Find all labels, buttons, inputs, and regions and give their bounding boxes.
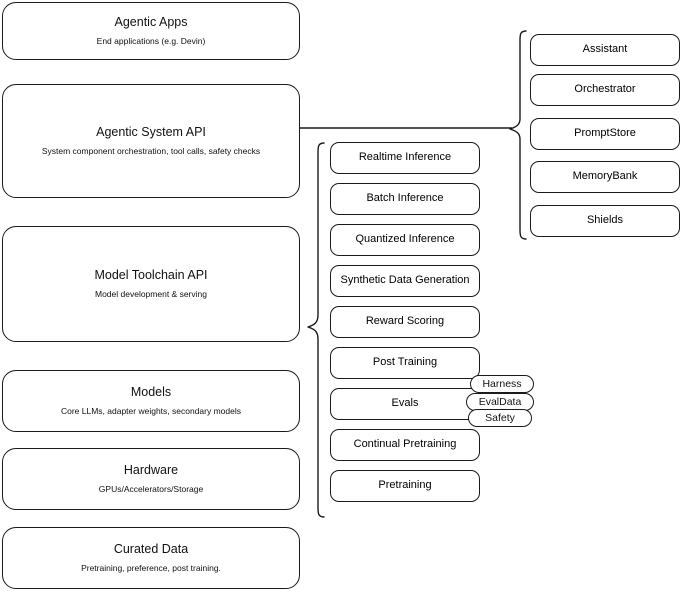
layer-title: Agentic System API — [96, 125, 206, 140]
layer-subtitle: Model development & serving — [95, 289, 207, 299]
eval-tag-label: EvalData — [478, 396, 522, 408]
agentic-system-connector-line — [300, 127, 512, 129]
eval-tag-label: Harness — [482, 378, 522, 390]
layer-agentic-system-api[interactable]: Agentic System API System component orch… — [2, 84, 300, 198]
component-label: Evals — [391, 397, 419, 410]
component-pretraining[interactable]: Pretraining — [330, 470, 480, 502]
component-label: PromptStore — [574, 127, 636, 140]
layer-title: Curated Data — [113, 542, 189, 557]
layer-curated-data[interactable]: Curated Data Pretraining, preference, po… — [2, 527, 300, 589]
component-shields[interactable]: Shields — [530, 205, 680, 237]
layer-models[interactable]: Models Core LLMs, adapter weights, secon… — [2, 370, 300, 432]
layer-model-toolchain-api[interactable]: Model Toolchain API Model development & … — [2, 226, 300, 342]
component-label: Continual Pretraining — [353, 438, 457, 451]
component-label: Realtime Inference — [358, 151, 452, 164]
layer-subtitle: System component orchestration, tool cal… — [41, 146, 261, 156]
layer-subtitle: End applications (e.g. Devin) — [96, 36, 206, 46]
layer-title: Hardware — [123, 463, 179, 478]
component-memorybank[interactable]: MemoryBank — [530, 161, 680, 193]
component-label: Assistant — [582, 43, 628, 56]
component-label: Reward Scoring — [365, 315, 445, 328]
layer-title: Agentic Apps — [114, 15, 188, 30]
layer-title: Models — [130, 385, 172, 400]
layer-hardware[interactable]: Hardware GPUs/Accelerators/Storage — [2, 448, 300, 510]
layer-title: Model Toolchain API — [94, 268, 208, 283]
layer-agentic-apps[interactable]: Agentic Apps End applications (e.g. Devi… — [2, 2, 300, 60]
component-realtime-inference[interactable]: Realtime Inference — [330, 142, 480, 174]
component-post-training[interactable]: Post Training — [330, 347, 480, 379]
agentic-system-brace-icon — [509, 30, 527, 240]
component-label: Synthetic Data Generation — [340, 274, 470, 287]
component-promptstore[interactable]: PromptStore — [530, 118, 680, 150]
component-label: MemoryBank — [572, 170, 638, 183]
component-label: Quantized Inference — [355, 233, 455, 246]
component-reward-scoring[interactable]: Reward Scoring — [330, 306, 480, 338]
component-continual-pretraining[interactable]: Continual Pretraining — [330, 429, 480, 461]
component-label: Batch Inference — [366, 192, 444, 205]
component-synthetic-data-generation[interactable]: Synthetic Data Generation — [330, 265, 480, 297]
component-label: Orchestrator — [574, 83, 636, 96]
component-evals[interactable]: Evals — [330, 388, 480, 420]
component-orchestrator[interactable]: Orchestrator — [530, 74, 680, 106]
eval-tag-harness[interactable]: Harness — [470, 375, 534, 393]
toolchain-brace-icon — [307, 142, 325, 518]
component-label: Shields — [586, 214, 624, 227]
eval-tag-evaldata[interactable]: EvalData — [466, 393, 534, 411]
component-label: Pretraining — [378, 479, 432, 492]
layer-subtitle: Pretraining, preference, post training. — [81, 563, 221, 573]
eval-tag-label: Safety — [485, 412, 515, 424]
layer-subtitle: GPUs/Accelerators/Storage — [98, 484, 204, 494]
component-label: Post Training — [372, 356, 438, 369]
component-batch-inference[interactable]: Batch Inference — [330, 183, 480, 215]
component-assistant[interactable]: Assistant — [530, 34, 680, 66]
layer-subtitle: Core LLMs, adapter weights, secondary mo… — [60, 406, 241, 416]
eval-tag-safety[interactable]: Safety — [468, 409, 532, 427]
component-quantized-inference[interactable]: Quantized Inference — [330, 224, 480, 256]
